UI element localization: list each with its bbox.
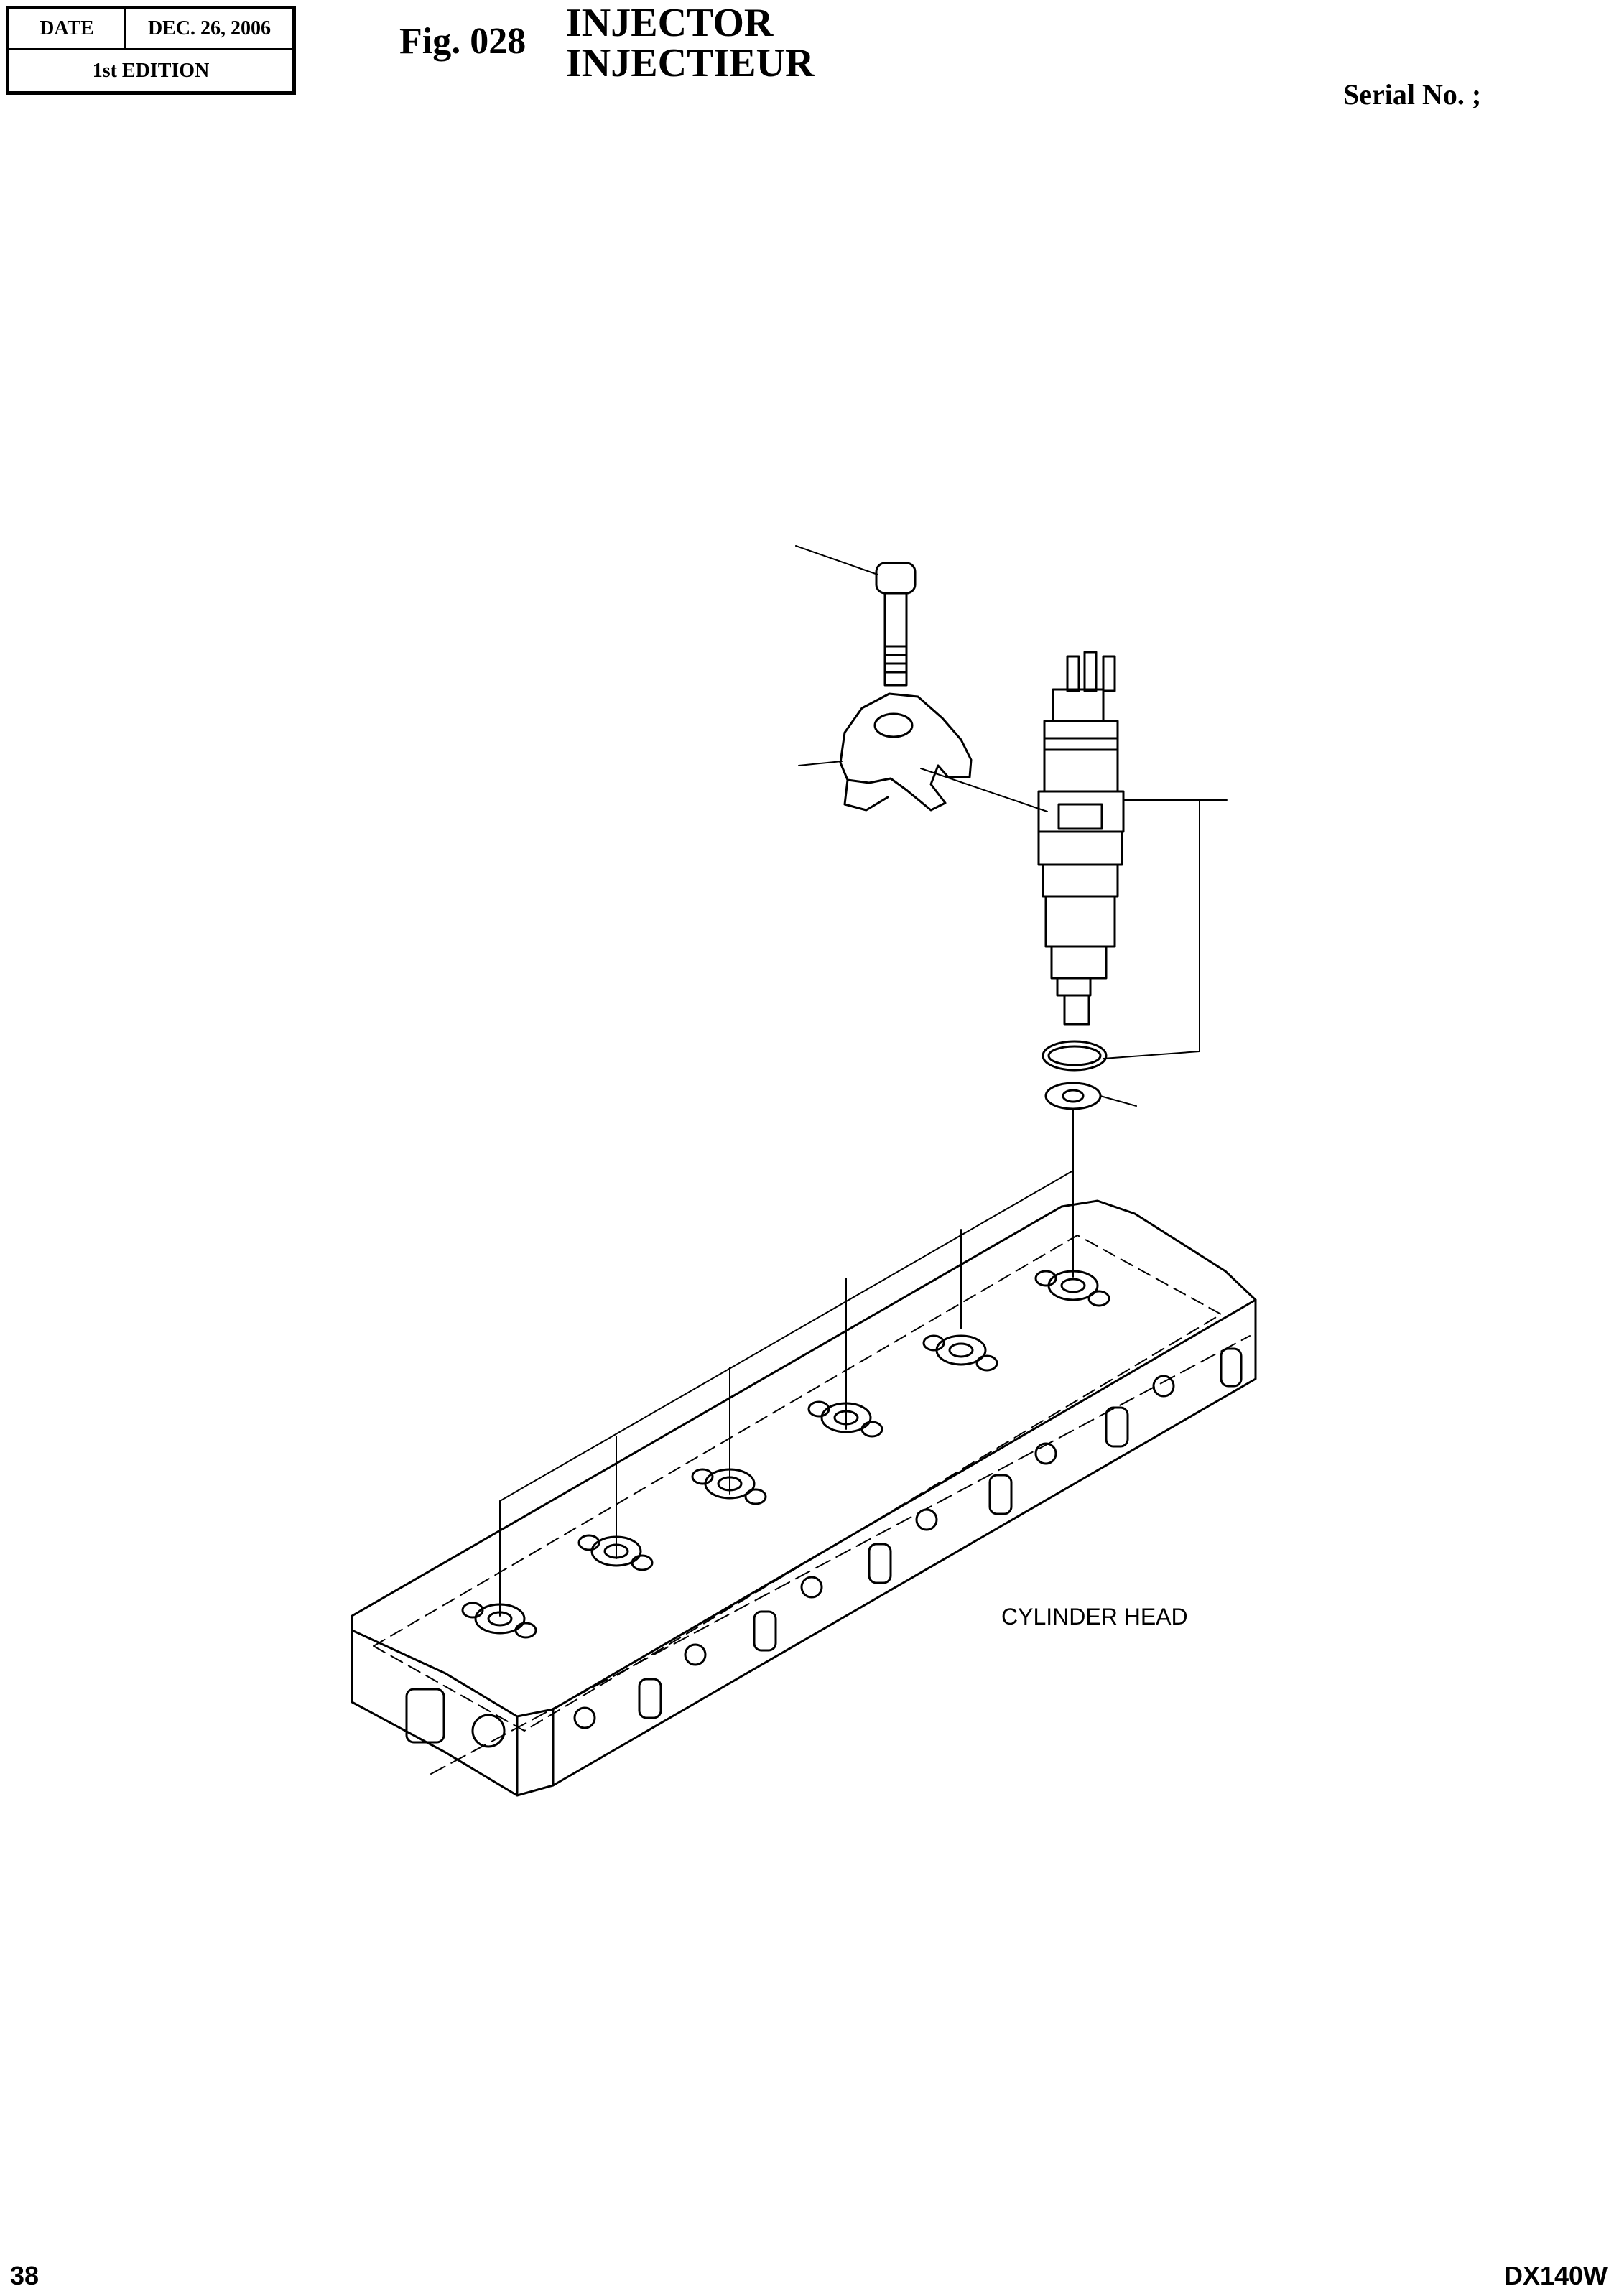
date-value: DEC. 26, 2006 [126,9,292,50]
date-edition-box: DATE DEC. 26, 2006 1st EDITION [6,6,296,95]
cylinder-head-drawing [351,1199,1257,1797]
o-ring-drawing [1042,1040,1108,1072]
page-number: 38 [10,2261,40,2290]
title-french: INJECTIEUR [566,41,815,85]
title-english: INJECTOR [566,1,774,45]
bolt-drawing [875,562,917,687]
date-label: DATE [9,9,126,50]
serial-number: Serial No. ; [1343,78,1482,111]
injector-drawing [1037,651,1125,1026]
figure-number: Fig. 028 [399,21,526,62]
clamp-drawing [839,692,973,812]
washer-drawing [1044,1082,1102,1110]
model-number: DX140W [1504,2261,1608,2290]
edition-label: 1st EDITION [92,59,210,82]
cylinder-head-label: CYLINDER HEAD [1001,1604,1188,1630]
